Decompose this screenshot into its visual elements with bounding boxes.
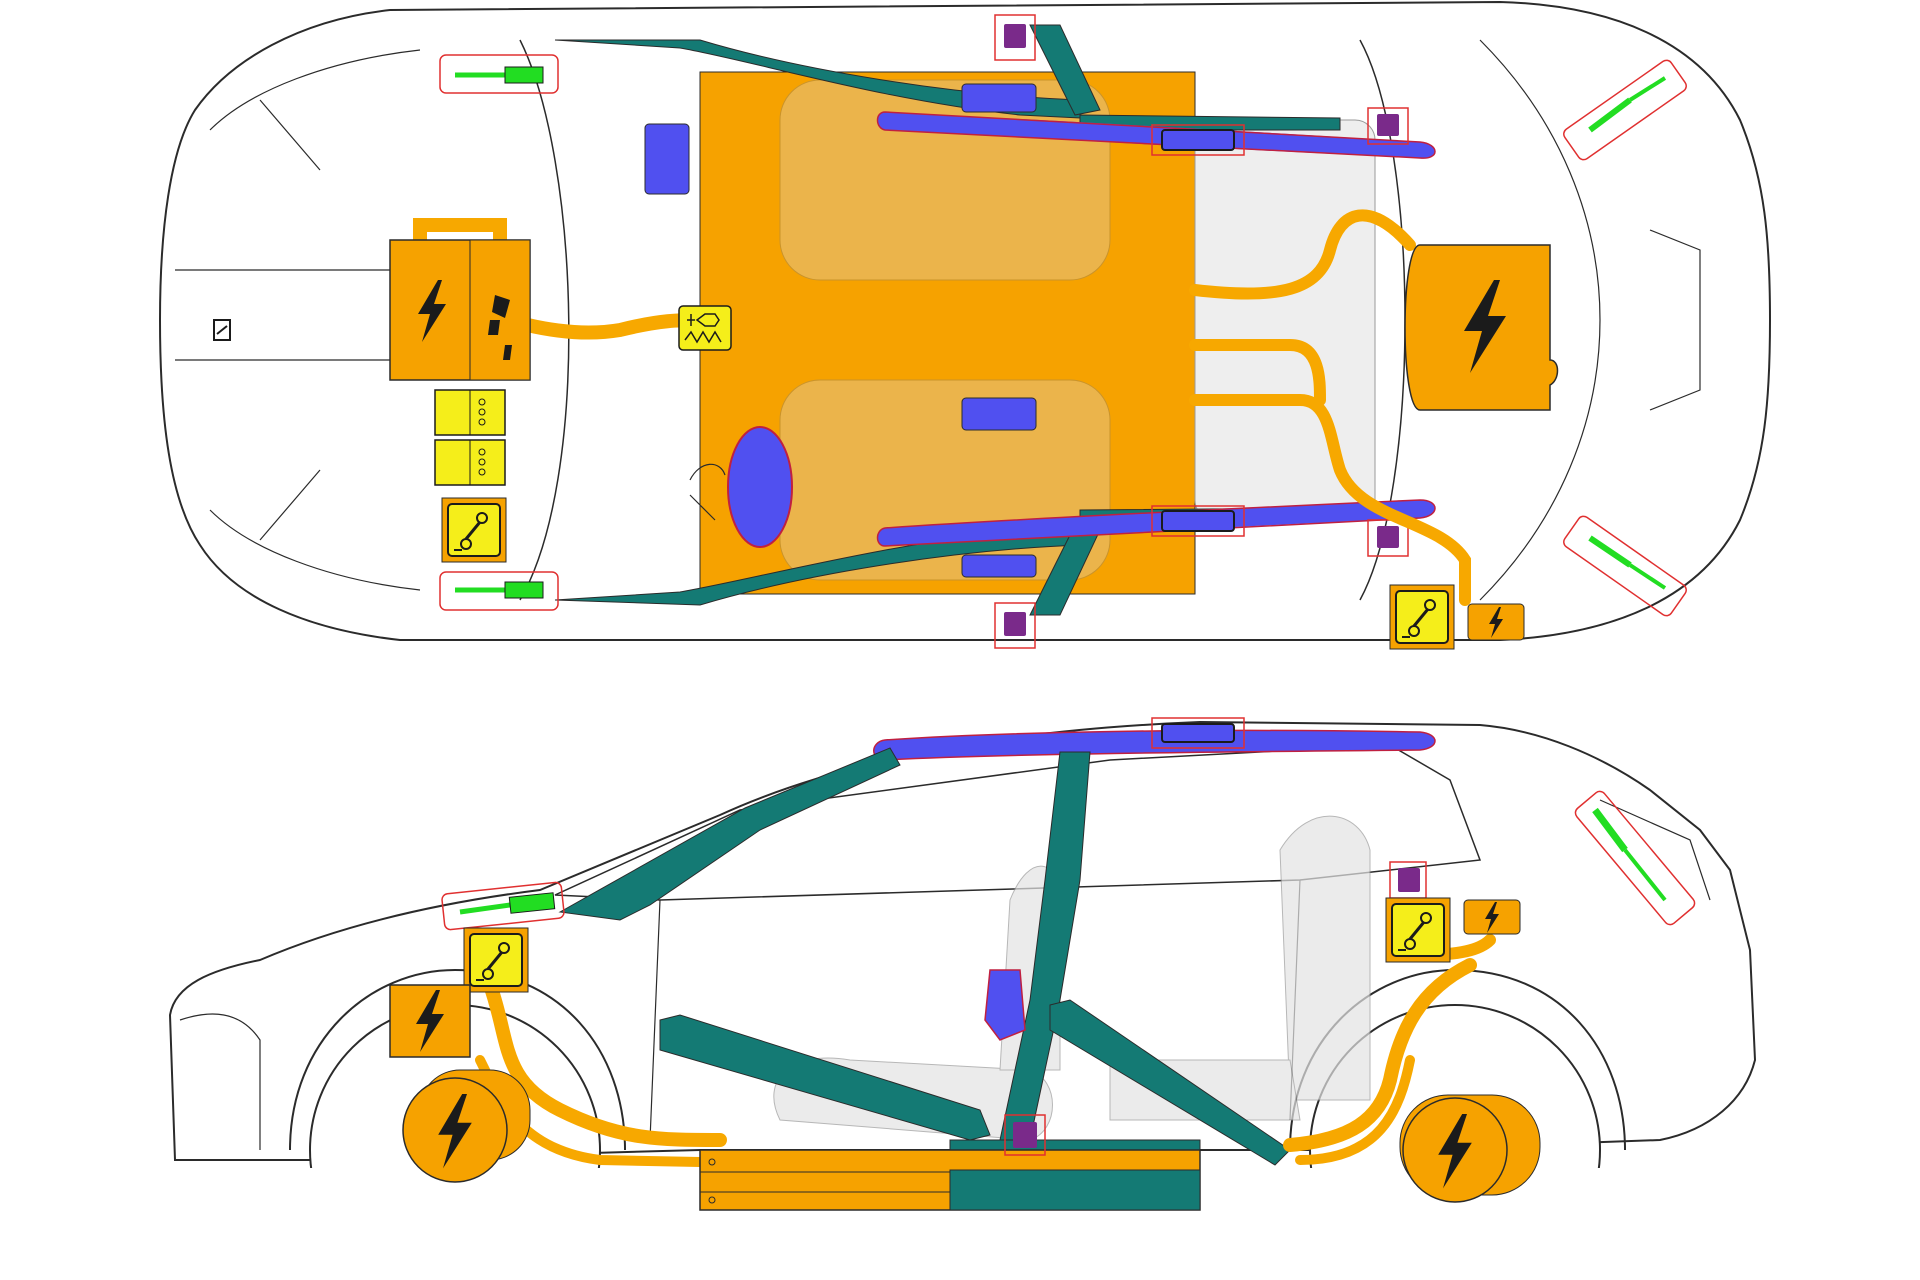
gas-inflator-b-pillar-top bbox=[994, 14, 1036, 61]
front-hv-unit-side bbox=[389, 984, 471, 1058]
front-motor-side bbox=[402, 1069, 531, 1183]
passenger-airbag-top bbox=[644, 123, 690, 195]
rear-small-hv-unit-side bbox=[1463, 899, 1521, 935]
control-unit-front-1 bbox=[434, 389, 506, 436]
hood-strut-bottom bbox=[439, 571, 559, 611]
pretensioner-icon bbox=[441, 497, 507, 563]
side-airbag bbox=[984, 969, 1026, 1041]
hv-cable-rear-top-2 bbox=[1189, 339, 1326, 406]
reinforcement-door-beam-rear bbox=[1049, 999, 1291, 1166]
control-unit-front-2 bbox=[434, 439, 506, 486]
hood-strut-side bbox=[441, 881, 565, 931]
tailgate-strut-side bbox=[1574, 790, 1696, 926]
rear-motor-side bbox=[1399, 1094, 1541, 1203]
rear-small-hv-unit-top bbox=[1467, 603, 1525, 641]
reinforcement-door-beam-front bbox=[659, 1014, 991, 1141]
reinforcement-a-pillar-side bbox=[558, 747, 901, 921]
driver-airbag-top bbox=[727, 426, 793, 548]
seat-airbag-top-2 bbox=[961, 397, 1037, 431]
pretensioner-icon bbox=[463, 927, 529, 993]
gas-inflator-c-pillar-top bbox=[1367, 107, 1409, 145]
hv-cable-rear-top-1 bbox=[1189, 209, 1416, 300]
hood-strut-top bbox=[439, 54, 559, 94]
gas-inflator-c-pillar-bottom bbox=[1367, 519, 1409, 557]
reinforcement-b-pillar-top bbox=[1029, 24, 1101, 116]
gas-inflator-b-pillar-bottom bbox=[994, 602, 1036, 649]
tailgate-strut-top bbox=[1563, 59, 1687, 161]
hv-cable-side-front bbox=[483, 978, 727, 1147]
curtain-inflator-bottom bbox=[1151, 505, 1245, 537]
hv-cable-side-rear bbox=[1283, 958, 1477, 1152]
curtain-inflator-side bbox=[1151, 717, 1245, 749]
pretensioner-icon bbox=[1385, 897, 1451, 963]
rear-hv-unit-top bbox=[1404, 244, 1559, 411]
rear-seats-top bbox=[1194, 119, 1376, 521]
top-view bbox=[158, 0, 1772, 650]
curtain-airbag-bottom bbox=[876, 499, 1436, 547]
hv-cable-rear-top-3 bbox=[1189, 394, 1471, 606]
curtain-inflator-top bbox=[1151, 124, 1245, 156]
tailgate-strut-bottom bbox=[1563, 515, 1687, 617]
curtain-airbag-side bbox=[873, 729, 1436, 761]
seat-airbag-top-3 bbox=[961, 554, 1037, 578]
fuse-icon bbox=[678, 305, 732, 351]
brand-logo-icon bbox=[213, 319, 231, 341]
front-hv-unit-top bbox=[389, 239, 531, 381]
gas-inflator-b-pillar-side bbox=[1004, 1114, 1046, 1156]
hv-cable-side-rear-2 bbox=[1295, 1055, 1415, 1165]
pretensioner-icon bbox=[1389, 584, 1455, 650]
hv-cable-front-loop bbox=[413, 218, 507, 257]
curtain-airbag-top bbox=[876, 111, 1436, 159]
side-view bbox=[0, 717, 1920, 1280]
seat-airbag-top-1 bbox=[961, 83, 1037, 113]
